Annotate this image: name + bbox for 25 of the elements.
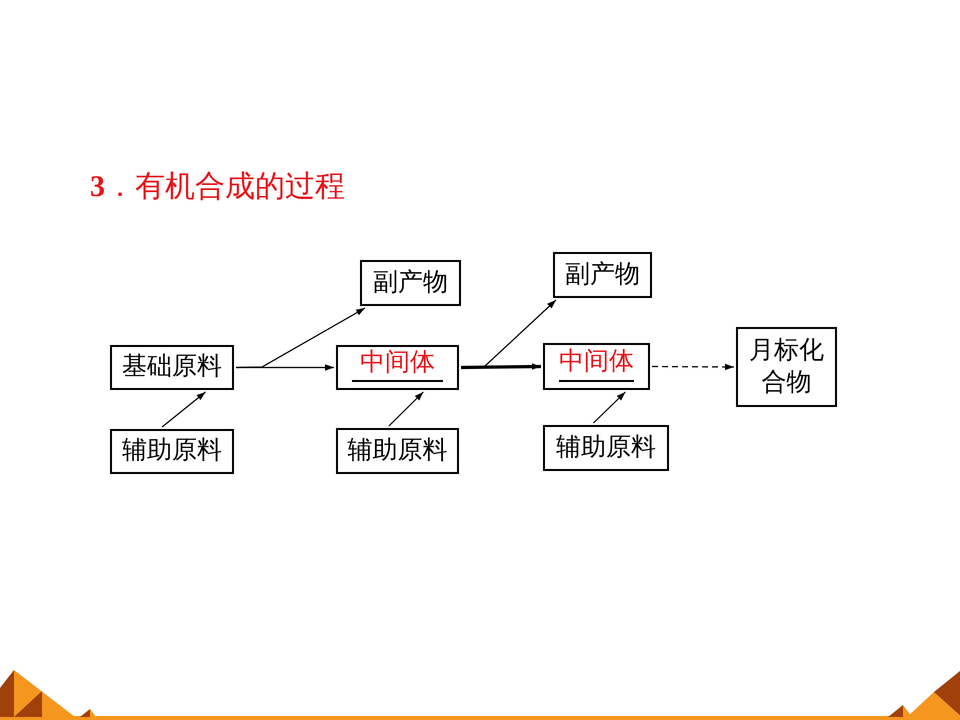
arrow [592, 392, 626, 424]
process-box [336, 345, 459, 390]
process-box [543, 425, 669, 471]
arrow [236, 307, 366, 368]
process-box [360, 260, 461, 306]
process-box [110, 345, 234, 390]
node-label: 辅助原料 [122, 436, 222, 466]
arrow [162, 392, 206, 428]
slide-title: 3．有机合成的过程 [90, 169, 345, 205]
process-box [543, 343, 650, 390]
node-label: 副产物 [565, 260, 640, 290]
node-label: 月标化合物 [748, 336, 825, 398]
node-label: 中间体 [559, 347, 634, 378]
node-label: 基础原料 [122, 352, 222, 382]
process-box [336, 428, 459, 474]
process-box [110, 429, 234, 474]
node-label: 中间体 [360, 348, 435, 378]
node-label: 辅助原料 [556, 432, 656, 463]
arrow [460, 363, 542, 370]
node-label: 副产物 [373, 268, 448, 298]
arrow [652, 364, 734, 370]
process-box [736, 327, 837, 407]
node-label: 辅助原料 [348, 436, 448, 466]
process-box [553, 252, 652, 298]
arrow [388, 392, 424, 426]
